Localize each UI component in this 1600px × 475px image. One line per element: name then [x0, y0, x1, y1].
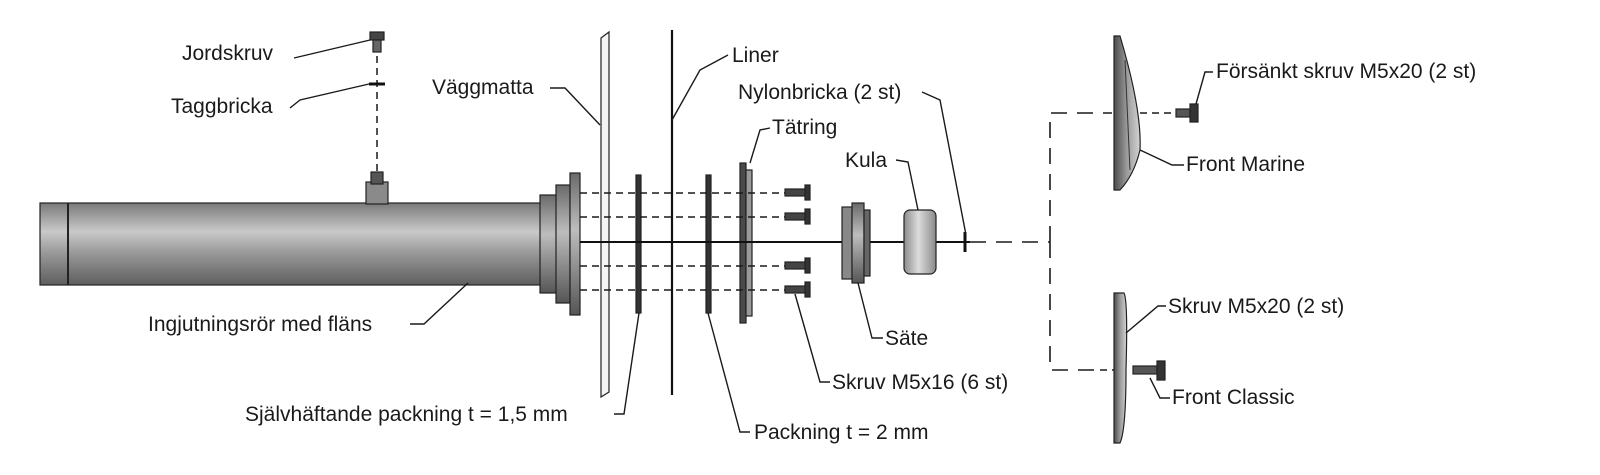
- seat: [841, 202, 871, 284]
- gasket-2mm: [705, 174, 712, 314]
- label-ingjutningsror: Ingjutningsrör med fläns: [148, 313, 372, 336]
- label-skruv-m5x20: Skruv M5x20 (2 st): [1168, 295, 1344, 318]
- label-nylonbricka: Nylonbricka (2 st): [738, 81, 901, 104]
- ground-screw: [369, 31, 385, 41]
- label-sjalvhaftande: Självhäftande packning t = 1,5 mm: [245, 403, 568, 426]
- wall-mat: [600, 30, 610, 399]
- label-forsankt-skruv: Försänkt skruv M5x20 (2 st): [1216, 60, 1476, 83]
- front-classic: [1100, 292, 1166, 444]
- label-vaggmatta: Väggmatta: [432, 76, 534, 99]
- label-front-classic: Front Classic: [1172, 386, 1295, 409]
- label-liner: Liner: [732, 44, 779, 67]
- front-marine: [1113, 35, 1199, 191]
- leader-lines: [289, 39, 1213, 433]
- label-kula: Kula: [845, 149, 887, 172]
- screws-m5x16: [784, 184, 811, 298]
- label-tatring: Tätring: [772, 116, 837, 139]
- self-adhesive-gasket: [635, 174, 642, 314]
- label-front-marine: Front Marine: [1186, 153, 1305, 176]
- label-jordskruv: Jordskruv: [182, 42, 274, 65]
- label-skruv-m5x16: Skruv M5x16 (6 st): [832, 371, 1008, 394]
- label-taggbricka: Taggbricka: [171, 95, 273, 118]
- label-packning: Packning t = 2 mm: [754, 421, 929, 444]
- embedding-pipe: [39, 172, 581, 316]
- ball: [903, 209, 937, 275]
- assembly-axis-lines: [580, 192, 1050, 291]
- ground-screw-boss: [365, 31, 389, 205]
- label-sate: Säte: [885, 327, 928, 350]
